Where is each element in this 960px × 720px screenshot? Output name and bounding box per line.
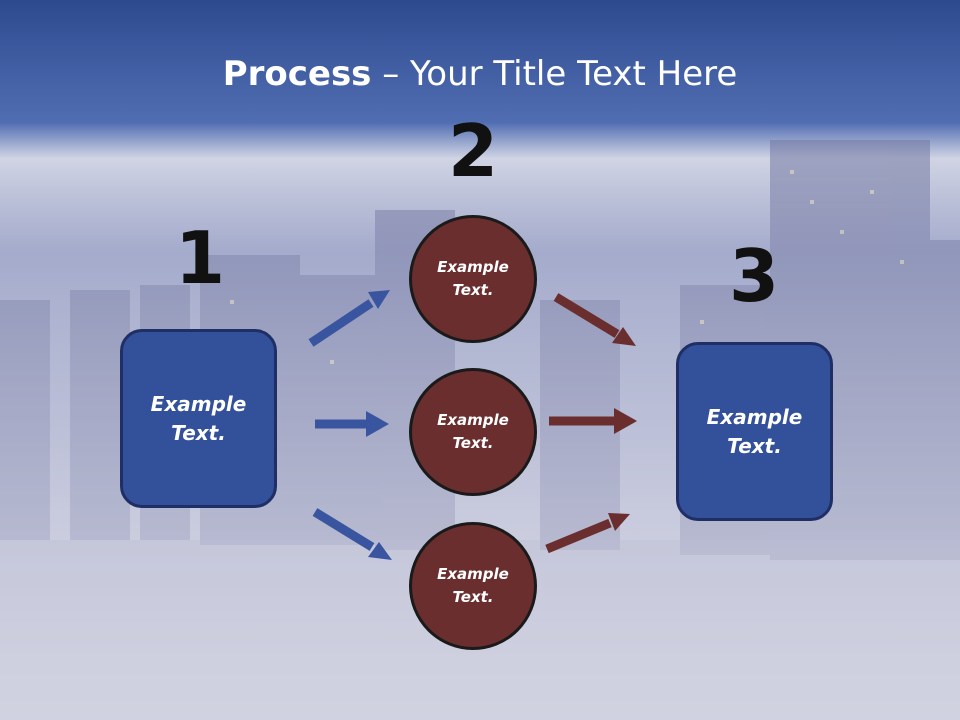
step-number-2: 2	[447, 109, 499, 193]
step-1-label-line2: Text.	[171, 420, 226, 445]
circle-top-line2: Text.	[452, 281, 494, 299]
arrow-out-bottom	[545, 518, 612, 554]
step-3-label-line1: Example	[706, 404, 803, 429]
step-number-3: 3	[728, 234, 780, 318]
arrow-in-top	[308, 299, 374, 347]
title-bold: Process	[222, 54, 372, 94]
circle-bottom-line2: Text.	[452, 588, 494, 606]
circle-middle-line2: Text.	[452, 434, 494, 452]
arrow-in-middle-head	[366, 411, 389, 437]
circle-middle-line1: Example	[437, 411, 509, 429]
arrow-out-middle-head	[614, 408, 637, 434]
arrow-out-top	[553, 293, 620, 338]
step-3-label-line2: Text.	[727, 433, 782, 458]
step-number-1: 1	[174, 216, 226, 300]
title-rest: – Your Title Text Here	[371, 54, 738, 94]
arrow-out-top-head	[612, 327, 636, 346]
arrow-out-bottom-head	[608, 513, 630, 531]
arrow-in-top-head	[368, 290, 390, 309]
arrow-in-bottom	[312, 508, 375, 551]
arrow-in-bottom-head	[368, 542, 392, 560]
circle-top-line1: Example	[437, 258, 509, 276]
step-1-label-line1: Example	[150, 391, 247, 416]
slide-title: Process – Your Title Text Here	[0, 52, 960, 96]
circle-bottom-line1: Example	[437, 565, 509, 583]
